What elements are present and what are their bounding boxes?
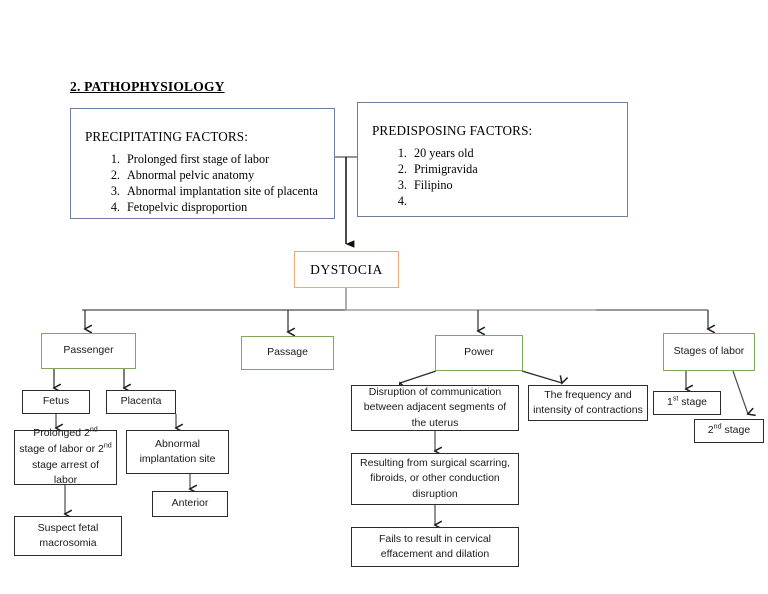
node-prolonged-second-stage-label: Prolonged 2nd stage of labor or 2nd stag… (15, 424, 116, 491)
first-stage-prefix: 1 (667, 396, 673, 409)
dystocia-label: DYSTOCIA (310, 261, 383, 277)
branch-passage: Passage (241, 336, 334, 370)
second-stage-suffix: stage (721, 424, 751, 437)
prolonged-text-3: stage arrest of labor (31, 458, 100, 487)
predisposing-factors-heading: PREDISPOSING FACTORS: (372, 123, 533, 138)
prolonged-sup-2: nd (103, 441, 112, 450)
node-prolonged-second-stage: Prolonged 2nd stage of labor or 2nd stag… (14, 426, 117, 486)
branch-stages-of-labor: Stages of labor (663, 333, 755, 371)
node-second-stage-label: 2nd stage (704, 421, 754, 440)
node-anterior: Anterior (152, 491, 228, 517)
node-fails-label: Fails to result in cervical effacement a… (378, 532, 492, 560)
node-disruption-label: Disruption of communication between adja… (363, 386, 507, 429)
prolonged-sup-1: nd (89, 425, 98, 434)
prolonged-text-2: stage of labor or 2 (19, 442, 104, 455)
first-stage-sup: st (672, 394, 679, 403)
second-stage-sup: nd (713, 422, 722, 431)
list-item: 20 years old (410, 145, 627, 161)
page-title: 2. PATHOPHYSIOLOGY (70, 79, 225, 94)
first-stage-suffix: stage (678, 396, 707, 409)
node-resulting-label: Resulting from surgical scarring, fibroi… (360, 457, 510, 500)
node-placenta: Placenta (106, 390, 176, 414)
predisposing-factors-box: PREDISPOSING FACTORS: 20 years old Primi… (357, 102, 628, 217)
list-item: Fetopelvic disproportion (123, 199, 334, 215)
node-frequency-intensity: The frequency and intensity of contracti… (528, 385, 648, 421)
node-disruption-of-communication: Disruption of communication between adja… (351, 385, 519, 431)
node-fails-to-result: Fails to result in cervical effacement a… (351, 527, 519, 567)
node-suspect-fetal-macrosomia: Suspect fetal macrosomia (14, 516, 122, 556)
branch-passage-label: Passage (267, 346, 308, 359)
list-item: Prolonged first stage of labor (123, 151, 334, 167)
predisposing-factors-list: 20 years old Primigravida Filipino (358, 145, 627, 209)
dystocia-node: DYSTOCIA (294, 251, 399, 288)
list-item: Abnormal implantation site of placenta (123, 183, 334, 199)
prolonged-text-1: Prolonged 2 (33, 427, 90, 439)
list-item: Abnormal pelvic anatomy (123, 167, 334, 183)
node-anterior-label: Anterior (171, 497, 209, 510)
node-second-stage: 2nd stage (694, 419, 764, 443)
precipitating-factors-heading: PRECIPITATING FACTORS: (85, 129, 248, 144)
branch-passenger: Passenger (41, 333, 136, 369)
branch-power: Power (435, 335, 523, 371)
wire-power-children (400, 370, 562, 383)
wire-bus-drops (85, 310, 708, 332)
node-resulting-from-scarring: Resulting from surgical scarring, fibroi… (351, 453, 519, 505)
second-stage-prefix: 2 (707, 424, 714, 437)
branch-power-label: Power (464, 346, 494, 359)
node-fetus: Fetus (22, 390, 90, 414)
list-item: Filipino (410, 177, 627, 193)
wire-passenger-children (54, 369, 124, 388)
branch-stages-label: Stages of labor (673, 345, 745, 358)
node-fetus-label: Fetus (42, 395, 70, 408)
list-item: Primigravida (410, 161, 627, 177)
list-item (410, 193, 627, 209)
wire-factors-to-dystocia (335, 156, 357, 248)
node-abnormal-implantation-site-label: Abnormal implantation site (139, 437, 216, 465)
node-placenta-label: Placenta (120, 395, 162, 408)
wire-dystocia-bus (82, 288, 708, 311)
node-abnormal-implantation-site: Abnormal implantation site (126, 430, 229, 474)
precipitating-factors-list: Prolonged first stage of labor Abnormal … (71, 151, 334, 215)
node-first-stage-label: 1st stage (663, 393, 711, 412)
node-frequency-label: The frequency and intensity of contracti… (533, 388, 643, 416)
node-suspect-fetal-macrosomia-label: Suspect fetal macrosomia (37, 521, 99, 549)
node-first-stage: 1st stage (653, 391, 721, 415)
branch-passenger-label: Passenger (63, 344, 114, 357)
precipitating-factors-box: PRECIPITATING FACTORS: Prolonged first s… (70, 108, 335, 219)
